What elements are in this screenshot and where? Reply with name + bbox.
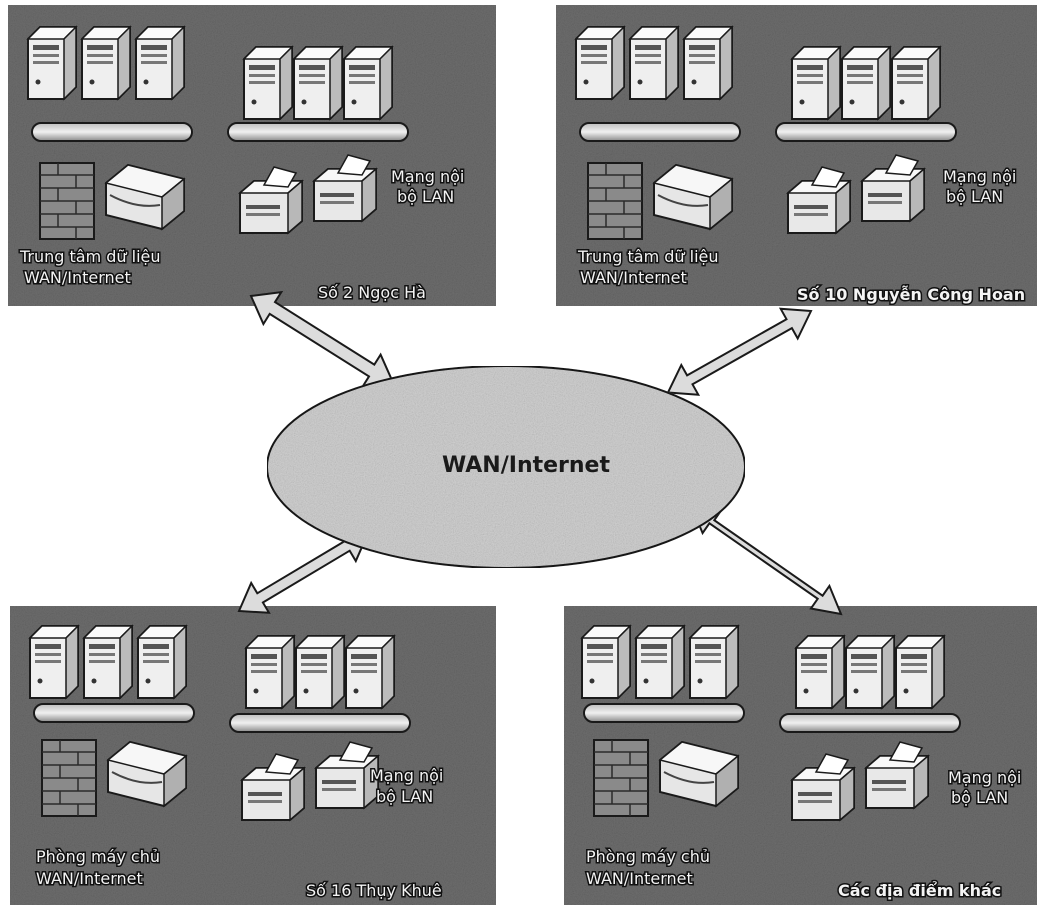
network-bus-icon (779, 713, 961, 733)
center-label-line1: Phòng máy chủ (586, 847, 710, 866)
center-label-line2: WAN/Internet (24, 268, 131, 287)
firewall-icon (587, 162, 643, 240)
center-label-line2: WAN/Internet (36, 869, 143, 888)
firewall-icon (41, 739, 97, 817)
network-bus-icon (33, 703, 195, 723)
lan-label-line1: Mạng nội (391, 167, 464, 186)
firewall-icon (593, 739, 649, 817)
server-icon (27, 26, 77, 100)
server-icon (29, 625, 79, 699)
wan-cloud-label: WAN/Internet (442, 453, 610, 478)
server-icon (891, 46, 941, 120)
center-label-line2: WAN/Internet (580, 268, 687, 287)
server-icon (295, 635, 345, 709)
wan-cloud (266, 365, 746, 569)
site-name: Số 10 Nguyễn Công Hoan (797, 285, 1025, 304)
site-equipment-3 (29, 625, 411, 821)
server-icon (343, 46, 393, 120)
server-icon (135, 26, 185, 100)
center-label-line1: Trung tâm dữ liệu (577, 247, 719, 266)
lan-label-line2: bộ LAN (376, 787, 433, 806)
lan-label-line1: Mạng nội (948, 768, 1021, 787)
site-equipment-1 (27, 26, 409, 240)
network-bus-icon (229, 713, 411, 733)
site-equipment-2 (575, 26, 957, 240)
server-icon (243, 46, 293, 120)
server-icon (81, 26, 131, 100)
server-icon (345, 635, 395, 709)
lan-label-line2: bộ LAN (951, 788, 1008, 807)
server-icon (683, 26, 733, 100)
server-icon (245, 635, 295, 709)
server-icon (629, 26, 679, 100)
center-label-line1: Phòng máy chủ (36, 847, 160, 866)
site-equipment-4 (581, 625, 961, 821)
server-icon (635, 625, 685, 699)
network-bus-icon (775, 122, 957, 142)
server-icon (293, 46, 343, 120)
site-name: Số 16 Thụy Khuê (306, 881, 442, 900)
lan-label-line2: bộ LAN (946, 187, 1003, 206)
network-bus-icon (579, 122, 741, 142)
firewall-icon (39, 162, 95, 240)
center-label-line1: Trung tâm dữ liệu (19, 247, 161, 266)
server-icon (83, 625, 133, 699)
server-icon (581, 625, 631, 699)
server-icon (689, 625, 739, 699)
center-label-line2: WAN/Internet (586, 869, 693, 888)
server-icon (795, 635, 845, 709)
server-icon (841, 46, 891, 120)
lan-label-line2: bộ LAN (397, 187, 454, 206)
site-name: Các địa điểm khác (838, 881, 1001, 900)
network-bus-icon (583, 703, 745, 723)
site-name: Số 2 Ngọc Hà (318, 283, 426, 302)
server-icon (575, 26, 625, 100)
network-bus-icon (31, 122, 193, 142)
server-icon (895, 635, 945, 709)
link-arrow-top-left-icon (249, 290, 395, 388)
server-icon (791, 46, 841, 120)
server-icon (137, 625, 187, 699)
lan-label-line1: Mạng nội (943, 167, 1016, 186)
lan-label-line1: Mạng nội (370, 766, 443, 785)
link-arrow-top-right-icon (666, 307, 813, 396)
network-bus-icon (227, 122, 409, 142)
link-arrow-bottom-right-icon (689, 503, 843, 616)
server-icon (845, 635, 895, 709)
